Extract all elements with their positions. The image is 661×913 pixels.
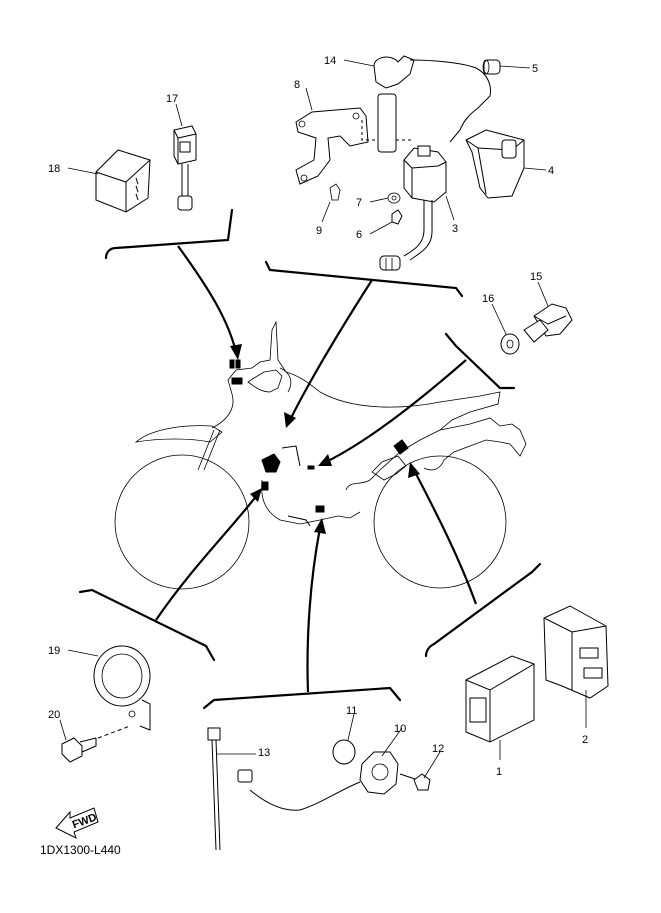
- callout-11: 11: [346, 705, 357, 717]
- callout-4: 4: [548, 165, 554, 177]
- callout-2: 2: [582, 734, 588, 746]
- part-15-sensor: [523, 303, 573, 343]
- callout-numbers: 1 2 3 4 5 6 7 8 9 10 11 12 13 14 15 16 1…: [48, 55, 588, 778]
- callout-19: 19: [48, 645, 60, 657]
- fwd-arrow-icon: FWD: [55, 807, 99, 839]
- callout-9: 9: [316, 225, 322, 237]
- callout-18: 18: [48, 163, 60, 175]
- part-9-bolt: [329, 183, 341, 201]
- part-20-bolt: [61, 725, 131, 763]
- callout-3: 3: [452, 223, 458, 235]
- callout-10: 10: [394, 723, 406, 735]
- part-8-bracket: [295, 107, 369, 185]
- part-5-cap: [482, 59, 501, 75]
- callout-13: 13: [258, 747, 270, 759]
- callout-16: 16: [482, 293, 494, 305]
- callout-leaders: [59, 59, 587, 779]
- part-10-sensor: [237, 751, 399, 811]
- callout-7: 7: [356, 197, 362, 209]
- leader-lines: [78, 208, 542, 710]
- diagram-code: 1DX1300-L440: [40, 843, 121, 857]
- part-19-horn: [93, 645, 151, 731]
- installed-parts: [229, 359, 409, 527]
- part-1-ecu: [465, 655, 535, 743]
- small-fasteners: [387, 192, 403, 225]
- part-4-bracket: [465, 129, 525, 199]
- motorcycle-outline: [114, 320, 527, 590]
- callout-5: 5: [532, 63, 538, 75]
- part-3-ignition-coil: [379, 145, 447, 271]
- callout-20: 20: [48, 709, 60, 721]
- fwd-label: FWD: [71, 811, 99, 831]
- callout-6: 6: [356, 229, 362, 241]
- part-17-connector: [173, 125, 197, 211]
- part-13-cable-tie: [207, 727, 221, 851]
- part-18-relay: [95, 149, 151, 213]
- part-11-o-ring: [332, 739, 356, 765]
- part-14-plug-cap: [373, 55, 491, 153]
- callout-8: 8: [294, 79, 300, 91]
- callout-15: 15: [530, 271, 542, 283]
- part-16-washer: [500, 333, 520, 355]
- part-12-screw: [399, 773, 431, 791]
- callout-12: 12: [432, 743, 444, 755]
- callout-1: 1: [496, 766, 502, 778]
- part-2-bracket: [543, 605, 609, 699]
- callout-17: 17: [166, 93, 178, 105]
- callout-14: 14: [324, 55, 336, 67]
